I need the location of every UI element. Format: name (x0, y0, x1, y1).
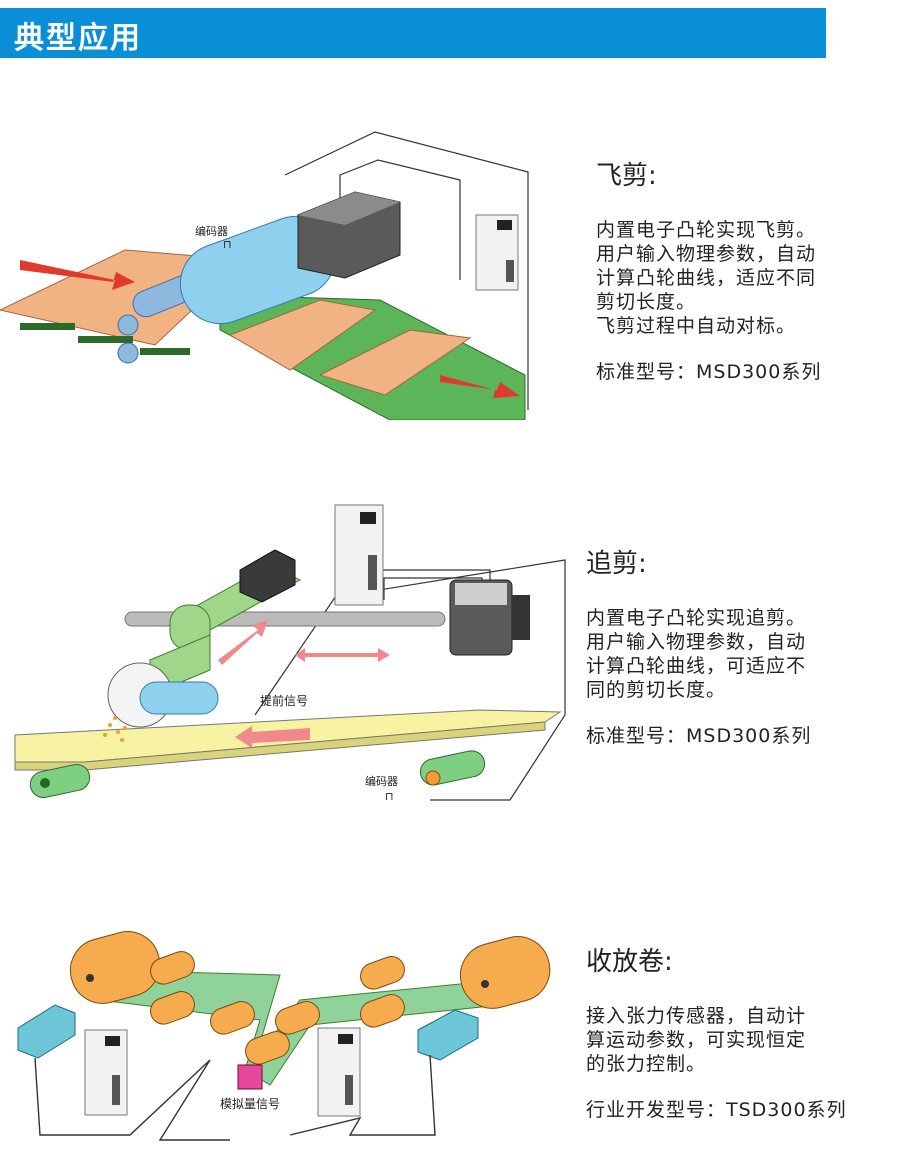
servo-drive-icon (84, 1029, 128, 1116)
body-line: 接入张力传感器，自动计 (586, 1005, 807, 1027)
pulse-icon: ⊓ (385, 790, 394, 803)
feed-arrow-icon (20, 260, 135, 290)
flying-shear-illustration: 编码器 ⊓ (0, 131, 529, 420)
body-line: 算运动参数，可实现恒定 (586, 1029, 807, 1051)
analog-signal-label: 模拟量信号 (220, 1097, 280, 1111)
body-line: 内置电子凸轮实现追剪。 (586, 607, 807, 629)
model-label: 标准型号：MSD300系列 (586, 725, 812, 747)
app-chasing-shear: 提前信号 编码器 ⊓ 追剪: 内置电子凸轮实现追剪。 用户输入物理参数，自动 计… (0, 500, 898, 810)
winding-illustration: 模拟量信号 (17, 931, 551, 1141)
flying-shear-description: 飞剪: 内置电子凸轮实现飞剪。 用户输入物理参数，自动 计算凸轮曲线，适应不同 … (596, 160, 821, 384)
servo-drive-icon (317, 1027, 361, 1117)
horizontal-arrow-icon (295, 648, 390, 662)
app-title: 飞剪: (596, 161, 657, 191)
app-flying-shear: 编码器 ⊓ 飞剪: 内置电子凸轮实现飞剪。 用户输入物理参数，自动 计算凸轮曲线… (0, 120, 898, 420)
body-line: 用户输入物理参数，自动 (596, 243, 817, 265)
app-title: 追剪: (586, 549, 647, 579)
body-line: 的张力控制。 (586, 1053, 707, 1075)
section-header-banner: 典型应用 (0, 8, 826, 58)
body-line: 计算凸轮曲线，可适应不 (586, 655, 807, 677)
app-body: 内置电子凸轮实现追剪。 用户输入物理参数，自动 计算凸轮曲线，可适应不 同的剪切… (586, 606, 811, 702)
body-line: 计算凸轮曲线，适应不同 (596, 267, 817, 289)
app-winding: 模拟量信号 收放卷: 接入张力传感器，自动计 算运动参数，可实现恒定 的张力控制… (0, 910, 898, 1160)
winding-description: 收放卷: 接入张力传感器，自动计 算运动参数，可实现恒定 的张力控制。 行业开发… (586, 946, 847, 1122)
body-line: 内置电子凸轮实现飞剪。 (596, 219, 817, 241)
model-label: 标准型号：MSD300系列 (596, 361, 822, 383)
output-arrow-icon (440, 375, 520, 398)
tension-sensor-icon (237, 1064, 263, 1090)
app-body: 接入张力传感器，自动计 算运动参数，可实现恒定 的张力控制。 (586, 1004, 847, 1076)
servo-drive-icon (475, 214, 519, 291)
encoder-label: 编码器 (365, 774, 398, 788)
advance-signal-label: 提前信号 (260, 693, 308, 708)
model-label: 行业开发型号：TSD300系列 (586, 1099, 847, 1121)
return-arrow-icon (235, 726, 310, 748)
app-title: 收放卷: (586, 947, 673, 977)
pulse-icon: ⊓ (223, 238, 232, 251)
body-line: 用户输入物理参数，自动 (586, 631, 807, 653)
servo-drive-icon (334, 504, 384, 606)
diagonal-arrow-icon (218, 620, 268, 665)
page-title: 典型应用 (14, 21, 142, 56)
chasing-shear-description: 追剪: 内置电子凸轮实现追剪。 用户输入物理参数，自动 计算凸轮曲线，可适应不 … (586, 548, 811, 748)
body-line: 同的剪切长度。 (586, 679, 727, 701)
body-line: 剪切长度。 (596, 291, 697, 313)
chasing-shear-illustration: 提前信号 编码器 ⊓ (14, 504, 566, 803)
body-line: 飞剪过程中自动对标。 (596, 315, 797, 337)
app-body: 内置电子凸轮实现飞剪。 用户输入物理参数，自动 计算凸轮曲线，适应不同 剪切长度… (596, 218, 821, 338)
encoder-label: 编码器 (195, 224, 228, 238)
